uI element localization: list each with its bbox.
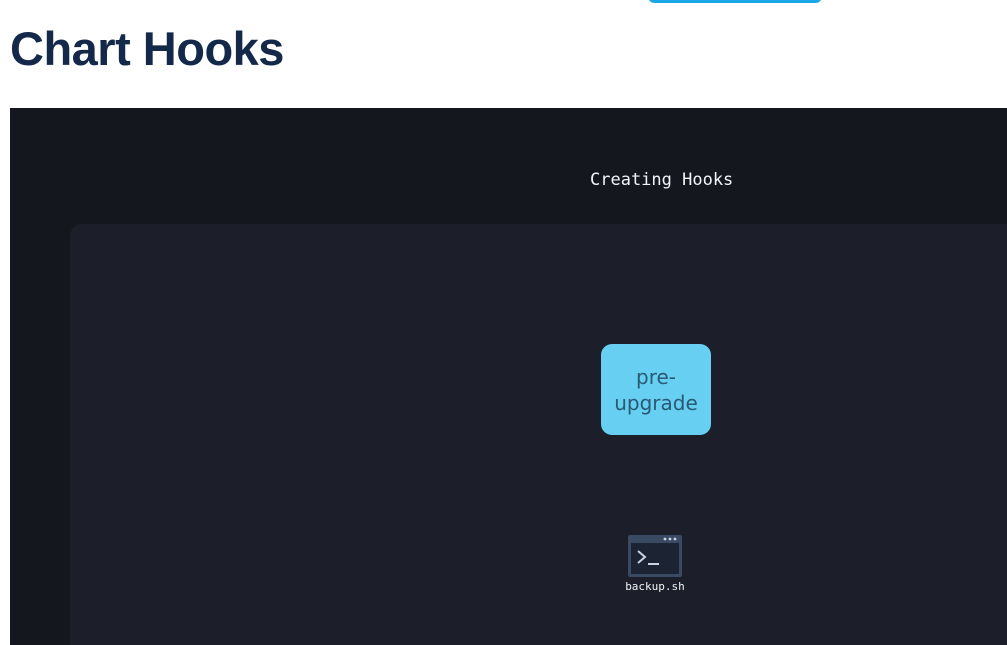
script-label: backup.sh — [625, 580, 685, 593]
stage-panel: pre-upgrade backup.sh — [70, 224, 1007, 645]
top-action-pill[interactable] — [648, 0, 822, 3]
hook-label: pre-upgrade — [614, 364, 698, 415]
frame-title: Creating Hooks — [590, 170, 734, 190]
video-frame[interactable]: Creating Hooks pre-upgrade backup.sh — [10, 108, 1007, 645]
terminal-icon — [628, 535, 682, 577]
hook-box: pre-upgrade — [601, 344, 711, 435]
page-title: Chart Hooks — [10, 22, 284, 75]
